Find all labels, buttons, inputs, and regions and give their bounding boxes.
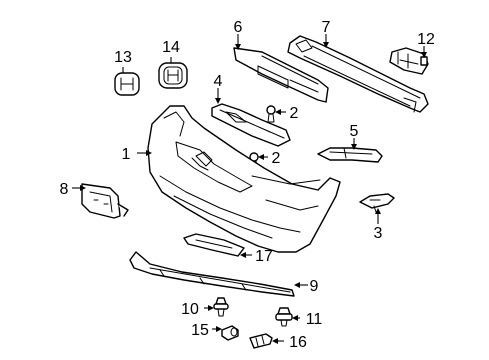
callout-16: 16	[289, 334, 307, 351]
callout-2-lower: 2	[272, 150, 281, 167]
callout-1: 1	[122, 146, 131, 163]
part-11-clip	[275, 307, 293, 327]
part-9-spoiler	[129, 251, 295, 297]
callout-4: 4	[214, 73, 223, 90]
part-15-grommet	[221, 325, 239, 341]
callout-6: 6	[234, 19, 243, 36]
leader-lines	[72, 34, 427, 344]
callout-9: 9	[310, 278, 319, 295]
part-1-bumper-cover	[147, 105, 341, 253]
part-12-bracket	[389, 47, 429, 75]
part-13-emblem	[114, 72, 140, 96]
part-8-license-bracket	[81, 183, 129, 219]
part-14-emblem	[158, 62, 188, 89]
part-3-side-mount	[359, 193, 395, 213]
callout-13: 13	[114, 49, 132, 66]
part-5-side-bracket	[317, 147, 383, 163]
callout-2-upper: 2	[290, 105, 299, 122]
part-7-reinforcement	[287, 35, 429, 113]
callout-7: 7	[322, 19, 331, 36]
part-6-absorber	[233, 47, 329, 103]
callout-10: 10	[181, 301, 199, 318]
part-4-grille-mount	[211, 103, 291, 147]
part-17-deflector	[183, 233, 245, 257]
callout-5: 5	[350, 123, 359, 140]
callout-8: 8	[60, 181, 69, 198]
part-2-clip-upper	[266, 105, 276, 123]
callout-14: 14	[162, 39, 180, 56]
callout-12: 12	[417, 31, 435, 48]
callout-17: 17	[255, 248, 273, 265]
callout-11: 11	[306, 311, 323, 328]
part-16-connector	[249, 333, 273, 349]
callout-3: 3	[374, 225, 383, 242]
part-10-clip	[213, 297, 229, 317]
callout-15: 15	[191, 322, 209, 339]
